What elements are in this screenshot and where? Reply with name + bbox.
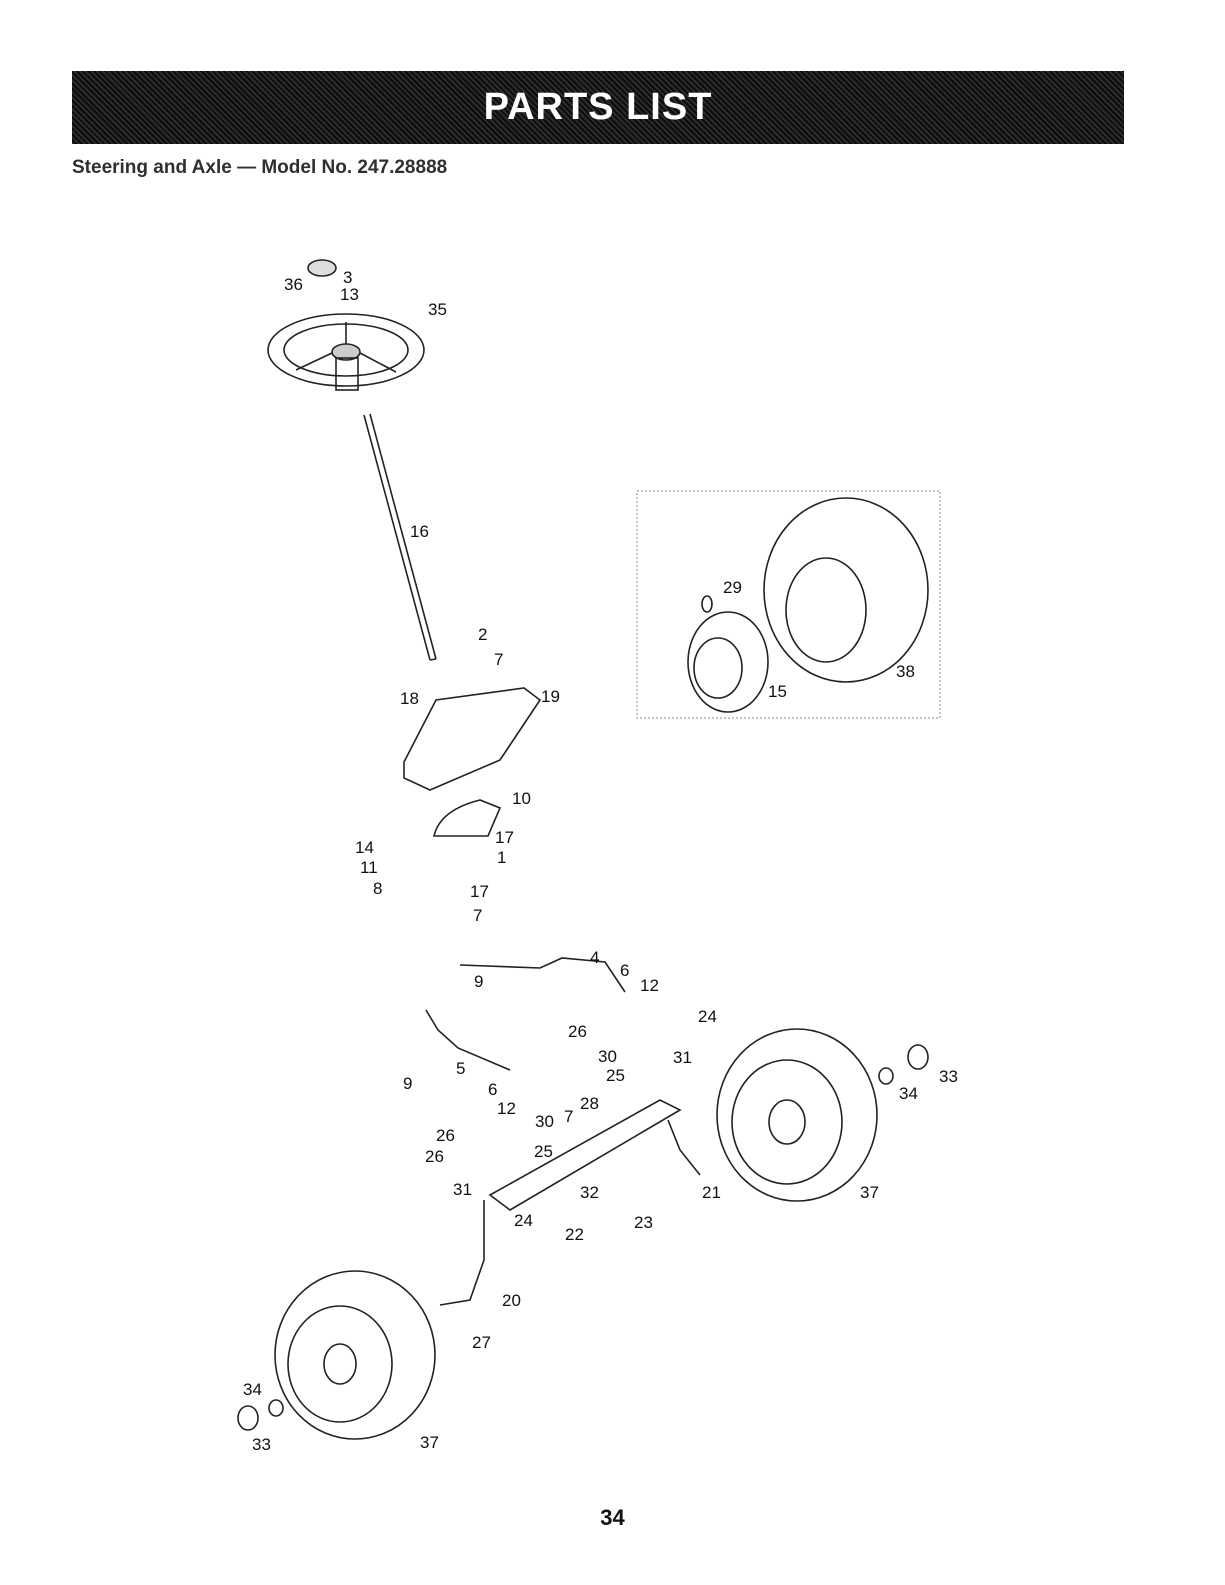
- sector-gear: [434, 800, 500, 836]
- callout-label: 6: [620, 961, 629, 980]
- callout-label: 9: [403, 1074, 412, 1093]
- callout-label: 8: [373, 879, 382, 898]
- callout-label: 9: [474, 972, 483, 991]
- callout-label: 33: [939, 1067, 958, 1086]
- callout-label: 18: [400, 689, 419, 708]
- callout-label: 36: [284, 275, 303, 294]
- callout-label: 10: [512, 789, 531, 808]
- spindle-right: [668, 1120, 700, 1175]
- callout-label: 25: [606, 1066, 625, 1085]
- callout-label: 33: [252, 1435, 271, 1454]
- hub-cap-right: [908, 1045, 928, 1069]
- callout-label: 2: [478, 625, 487, 644]
- callout-label: 11: [360, 858, 378, 877]
- callout-label: 38: [896, 662, 915, 681]
- valve-stem: [702, 596, 712, 612]
- front-wheel-right: [717, 1029, 877, 1201]
- callout-label: 28: [580, 1094, 599, 1113]
- callout-label: 1: [497, 848, 506, 867]
- callout-label: 16: [410, 522, 429, 541]
- callout-labels: 36 3 13 35 16 2 7 18 19 10 14 11 8 17 1 …: [243, 268, 958, 1454]
- callout-label: 26: [436, 1126, 455, 1145]
- callout-label: 23: [634, 1213, 653, 1232]
- callout-label: 24: [698, 1007, 717, 1026]
- callout-label: 17: [495, 828, 514, 847]
- callout-label: 26: [568, 1022, 587, 1041]
- front-wheel-left: [275, 1271, 435, 1439]
- callout-label: 20: [502, 1291, 521, 1310]
- callout-label: 34: [899, 1084, 918, 1103]
- callout-label: 15: [768, 682, 787, 701]
- callout-label: 7: [564, 1107, 573, 1126]
- callout-label: 34: [243, 1380, 262, 1399]
- callout-label: 32: [580, 1183, 599, 1202]
- spindle-left: [440, 1200, 484, 1305]
- steering-bracket: [404, 688, 540, 790]
- callout-label: 19: [541, 687, 560, 706]
- callout-label: 5: [456, 1059, 465, 1078]
- page-number: 34: [0, 1505, 1225, 1531]
- callout-label: 30: [535, 1112, 554, 1131]
- callout-label: 37: [860, 1183, 879, 1202]
- callout-label: 35: [428, 300, 447, 319]
- callout-label: 13: [340, 285, 359, 304]
- washer-left: [269, 1400, 283, 1416]
- callout-label: 29: [723, 578, 742, 597]
- callout-label: 25: [534, 1142, 553, 1161]
- callout-label: 26: [425, 1147, 444, 1166]
- callout-label: 12: [640, 976, 659, 995]
- callout-label: 37: [420, 1433, 439, 1452]
- callout-label: 31: [453, 1180, 472, 1199]
- callout-label: 24: [514, 1211, 533, 1230]
- callout-label: 31: [673, 1048, 692, 1067]
- callout-label: 21: [702, 1183, 721, 1202]
- callout-label: 7: [494, 650, 503, 669]
- hub-cap-left: [238, 1406, 258, 1430]
- steering-cap: [308, 260, 336, 276]
- steering-wheel: [268, 314, 424, 390]
- drag-link-upper: [460, 958, 625, 992]
- callout-label: 17: [470, 882, 489, 901]
- callout-label: 27: [472, 1333, 491, 1352]
- rim-inset: [688, 612, 768, 712]
- tire-inset: [764, 498, 928, 682]
- washer-right: [879, 1068, 893, 1084]
- callout-label: 30: [598, 1047, 617, 1066]
- callout-label: 14: [355, 838, 374, 857]
- callout-label: 7: [473, 906, 482, 925]
- callout-label: 4: [590, 948, 599, 967]
- drag-link-lower: [426, 1010, 510, 1070]
- callout-label: 6: [488, 1080, 497, 1099]
- callout-label: 12: [497, 1099, 516, 1118]
- callout-label: 22: [565, 1225, 584, 1244]
